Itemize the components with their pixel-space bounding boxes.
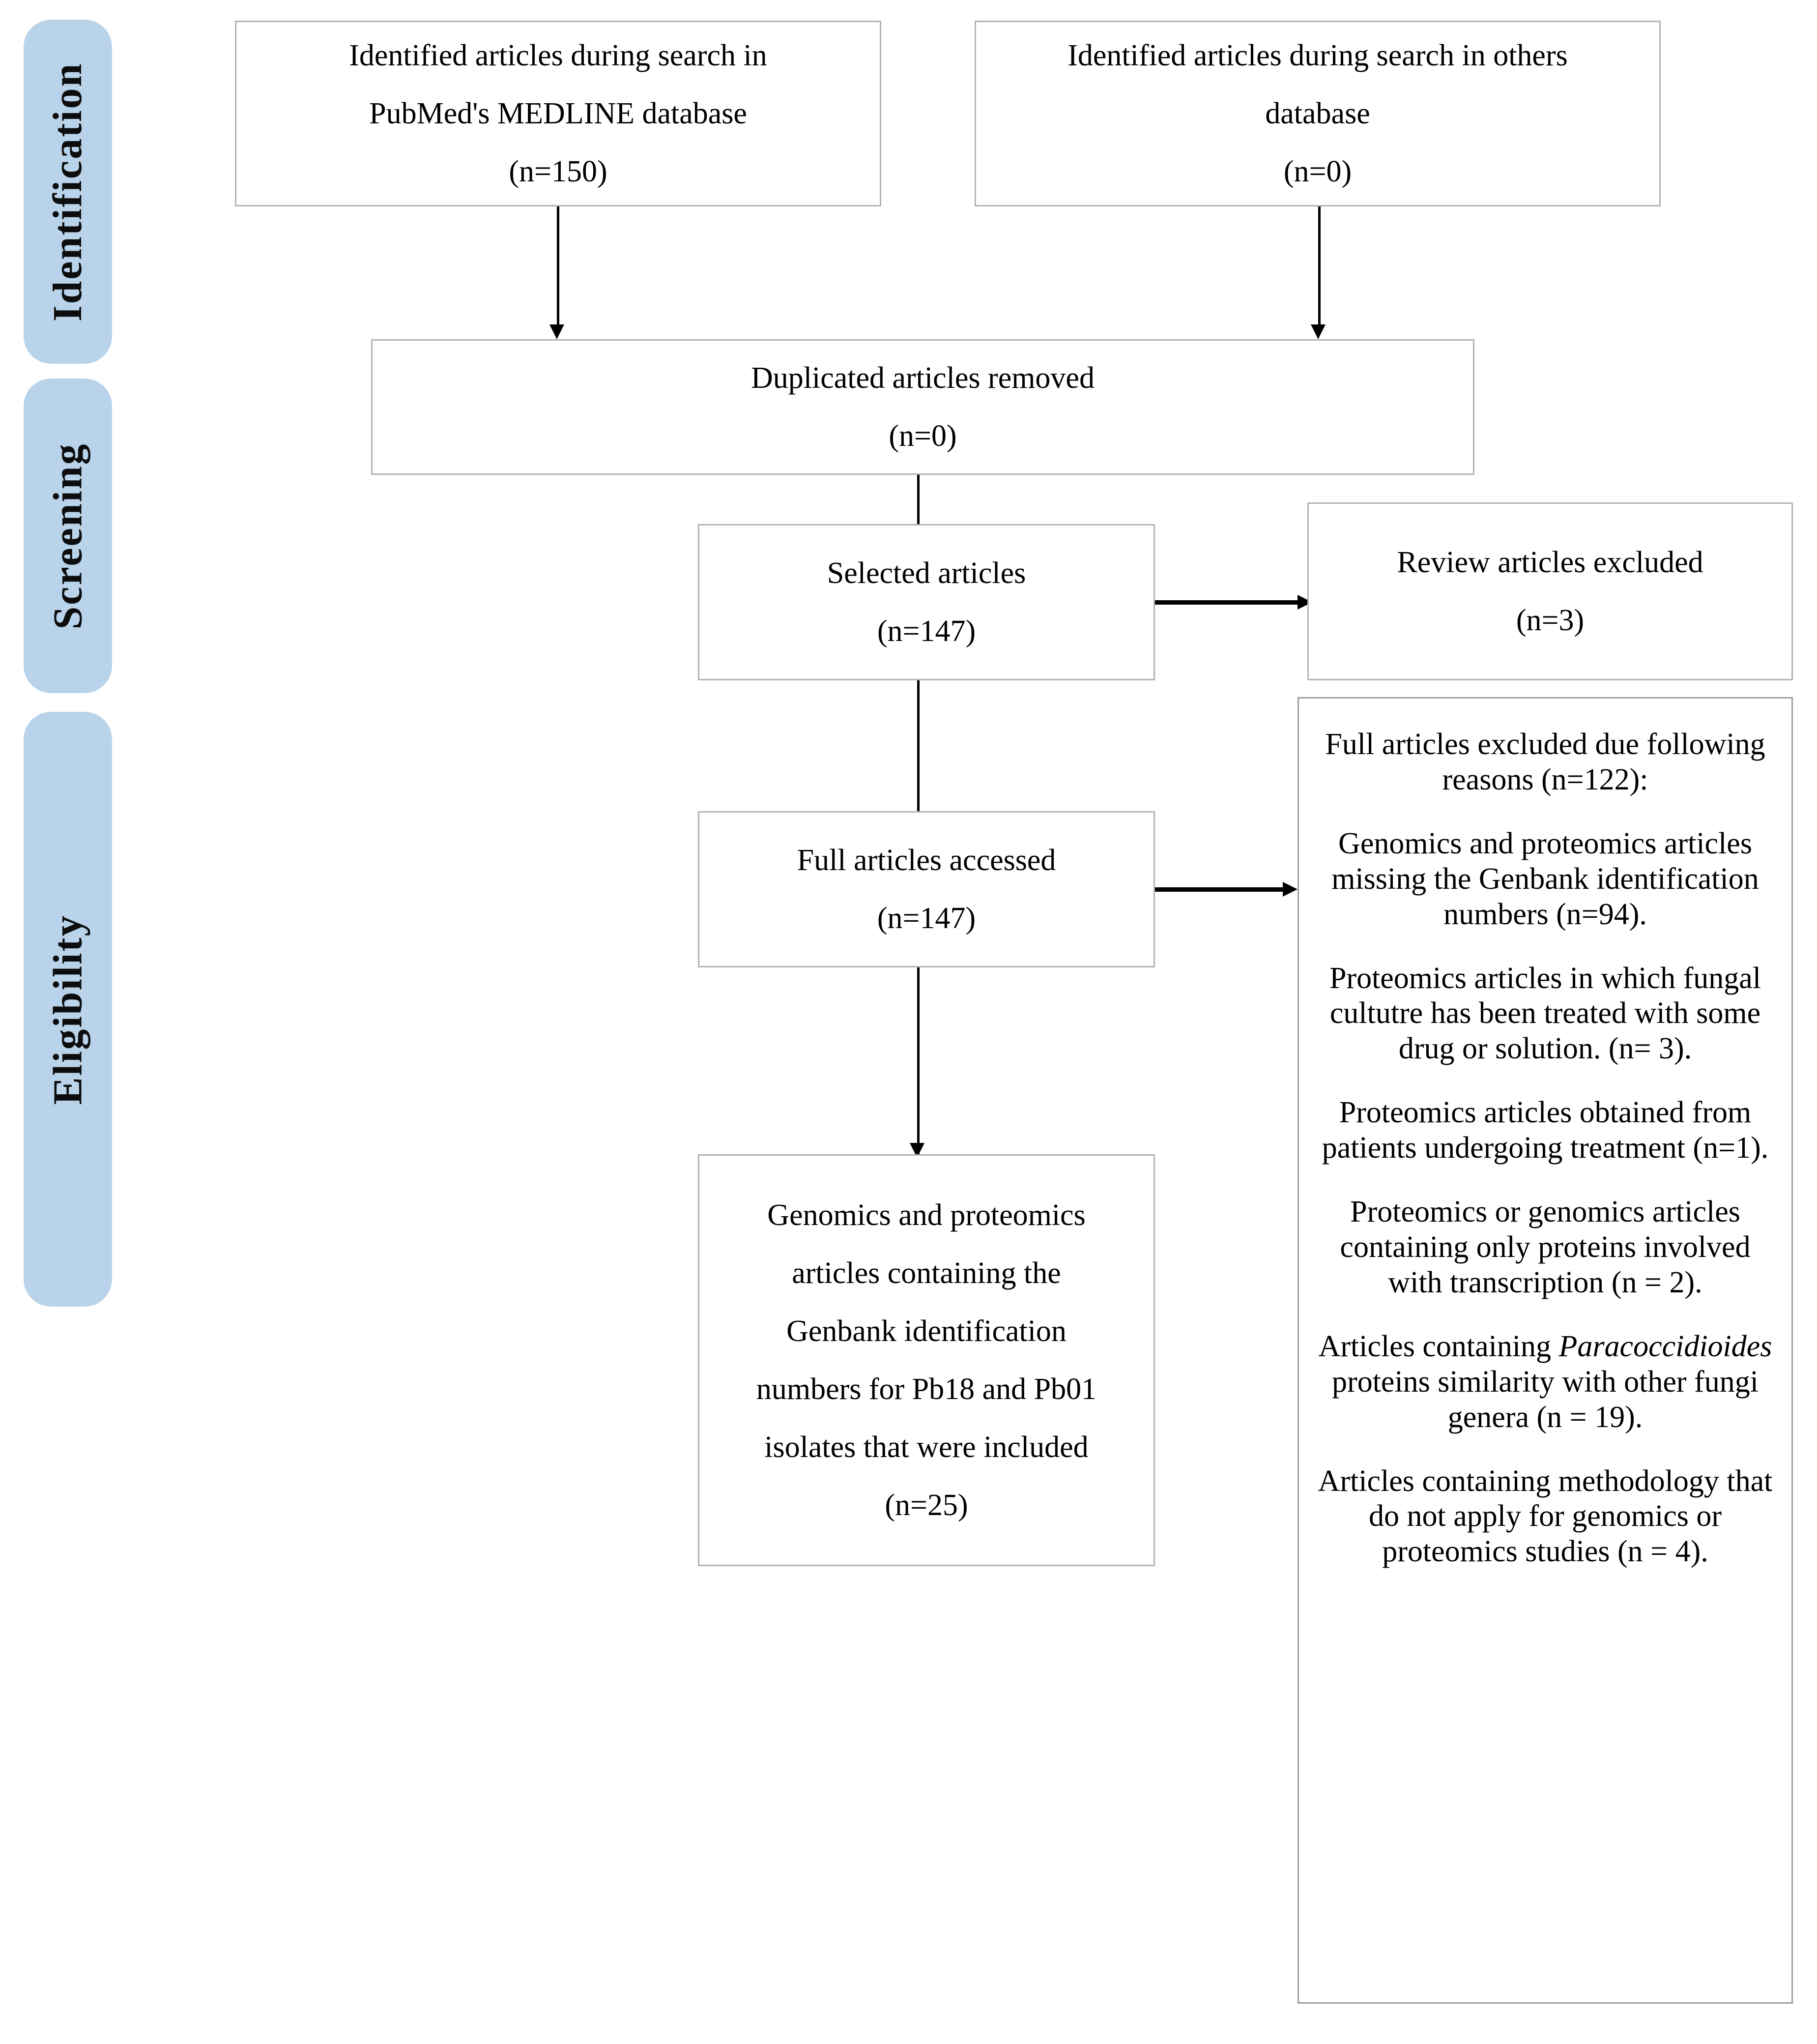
exclusion-heading: Full articles excluded due following rea… [1325, 728, 1765, 796]
box-full-articles-accessed: Full articles accessed (n=147) [698, 811, 1155, 967]
exclusion-reason-paracoccidioides-similarity: Articles containing Paracoccidioides pro… [1316, 1329, 1775, 1435]
review-excluded-line1: Review articles excluded [1397, 546, 1703, 579]
connector-others-to-duplicates [1318, 206, 1321, 329]
connector-selected-to-review-excluded [1155, 600, 1302, 605]
box-full-articles-excluded: Full articles excluded due following rea… [1298, 697, 1793, 2004]
identified-pubmed-line1: Identified articles during search in [349, 39, 767, 72]
paracoccidioides-text-before: Articles containing [1318, 1329, 1559, 1363]
included-articles-count: (n=25) [885, 1489, 968, 1522]
box-identified-pubmed: Identified articles during search in Pub… [235, 21, 881, 206]
duplicates-removed-count: (n=0) [889, 419, 957, 453]
box-identified-others: Identified articles during search in oth… [975, 21, 1661, 206]
full-accessed-count: (n=147) [877, 902, 976, 935]
stage-pill-identification: Identification [24, 20, 112, 364]
included-articles-line1: Genomics and proteomics [767, 1198, 1086, 1232]
connector-pubmed-to-duplicates [557, 206, 559, 329]
arrow-full-accessed-to-exclusions [1283, 882, 1298, 897]
identified-others-line2: database [1265, 97, 1370, 130]
identified-pubmed-count: (n=150) [509, 155, 607, 188]
exclusion-reason-transcription-proteins: Proteomics or genomics articles containi… [1340, 1195, 1751, 1299]
included-articles-line4: numbers for Pb18 and Pb01 [756, 1372, 1097, 1406]
exclusion-reason-methodology-not-applicable: Articles containing methodology that do … [1318, 1464, 1773, 1569]
box-duplicates-removed: Duplicated articles removed (n=0) [371, 339, 1474, 475]
exclusion-reason-drug-treated-culture: Proteomics articles in which fungal cult… [1329, 961, 1761, 1066]
review-excluded-count: (n=3) [1516, 604, 1585, 637]
connector-full-accessed-to-exclusions [1155, 887, 1288, 892]
identified-others-line1: Identified articles during search in oth… [1067, 39, 1568, 72]
selected-articles-count: (n=147) [877, 614, 976, 648]
connector-duplicates-to-selected [917, 475, 920, 534]
included-articles-line2: articles containing the [792, 1256, 1061, 1290]
stage-pill-screening: Screening [24, 379, 112, 693]
arrow-others-to-duplicates [1311, 324, 1326, 339]
included-articles-line5: isolates that were included [764, 1431, 1089, 1464]
full-accessed-line1: Full articles accessed [797, 844, 1056, 877]
selected-articles-line1: Selected articles [827, 556, 1026, 590]
duplicates-removed-line1: Duplicated articles removed [751, 361, 1095, 395]
connector-selected-to-full-accessed [917, 680, 920, 821]
paracoccidioides-text-after: proteins similarity with other fungi gen… [1332, 1365, 1759, 1434]
exclusion-reason-patients-under-treatment: Proteomics articles obtained from patien… [1322, 1096, 1769, 1165]
stage-label-identification: Identification [45, 62, 91, 321]
stage-pill-eligibility: Eligibility [24, 712, 112, 1307]
paracoccidioides-genus-name: Paracoccidioides [1558, 1329, 1772, 1363]
box-included-articles: Genomics and proteomics articles contain… [698, 1154, 1155, 1566]
identified-pubmed-line2: PubMed's MEDLINE database [369, 97, 747, 130]
box-selected-articles: Selected articles (n=147) [698, 524, 1155, 680]
included-articles-line3: Genbank identification [786, 1314, 1067, 1348]
stage-label-eligibility: Eligibility [45, 914, 91, 1105]
connector-full-accessed-to-included [917, 967, 920, 1160]
box-review-excluded: Review articles excluded (n=3) [1307, 502, 1793, 680]
exclusion-reason-genbank-missing: Genomics and proteomics articles missing… [1331, 826, 1759, 931]
stage-label-screening: Screening [45, 442, 91, 630]
arrow-pubmed-to-duplicates [549, 324, 564, 339]
identified-others-count: (n=0) [1283, 155, 1352, 188]
